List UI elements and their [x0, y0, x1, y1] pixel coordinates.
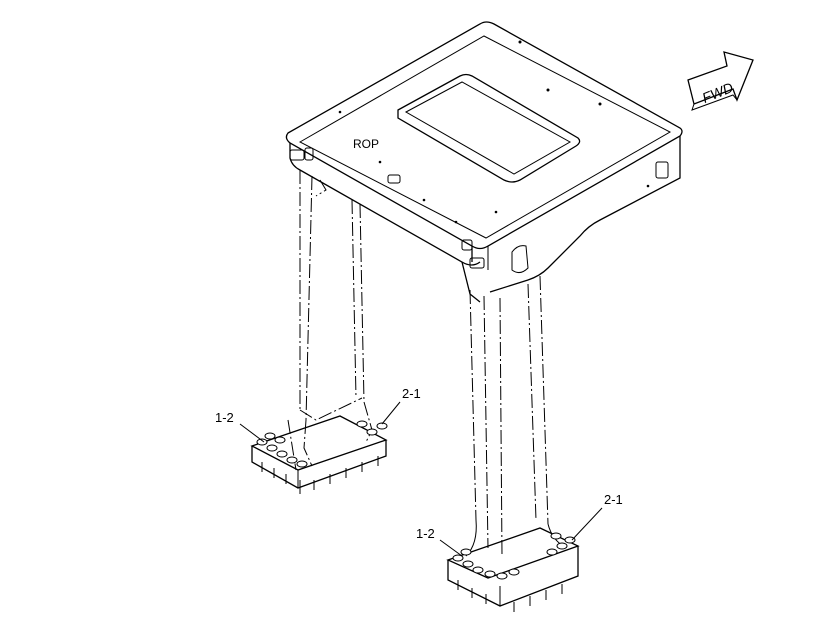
canopy-slot: [289, 149, 305, 161]
canopy-slot: [511, 245, 529, 274]
fwd-arrow-icon: FWD: [687, 51, 754, 111]
right-foot-bolts-back: [546, 532, 576, 556]
canopy-slot: [387, 174, 401, 184]
canopy-slot: [469, 257, 485, 269]
left-foot-bolts-back: [356, 420, 388, 436]
fwd-label: FWD: [700, 79, 736, 106]
callout-label: 2-1: [604, 492, 623, 507]
right-foot-bolts-front: [452, 548, 520, 580]
left-foot-plate: [250, 415, 388, 494]
left-foot-bolts-front: [256, 432, 308, 468]
canopy-slot: [304, 147, 314, 161]
right-post: [461, 261, 567, 557]
callout-right-foot-outer: 1-2: [416, 526, 463, 557]
canopy-slot: [461, 239, 473, 251]
rop-label: ROP: [353, 137, 379, 151]
callout-right-foot-inner: 2-1: [571, 492, 623, 541]
callout-label: 1-2: [215, 410, 234, 425]
callout-label: 2-1: [402, 386, 421, 401]
callout-label: 1-2: [416, 526, 435, 541]
callout-left-foot-inner: 2-1: [381, 386, 421, 425]
callout-left-foot-outer: 1-2: [215, 410, 265, 443]
canopy-slot: [655, 161, 669, 179]
left-post: [287, 170, 373, 471]
canopy-roof: ROP: [285, 21, 683, 293]
right-foot-plate: [446, 527, 580, 612]
